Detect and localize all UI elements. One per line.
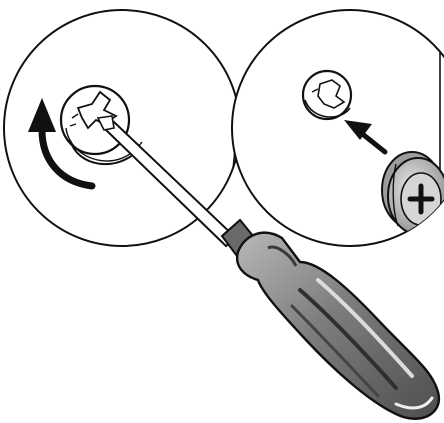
- insert-arrow-icon: [344, 120, 388, 155]
- right-detail-panel: [231, 9, 444, 247]
- cam-lock-fitting-icon: [59, 84, 143, 166]
- connector-bolt-icon: [381, 151, 444, 235]
- counterclockwise-arrow-icon: [28, 98, 96, 190]
- phillips-screwdriver-icon: [96, 115, 441, 420]
- cam-lock-fitting-icon: [301, 69, 353, 121]
